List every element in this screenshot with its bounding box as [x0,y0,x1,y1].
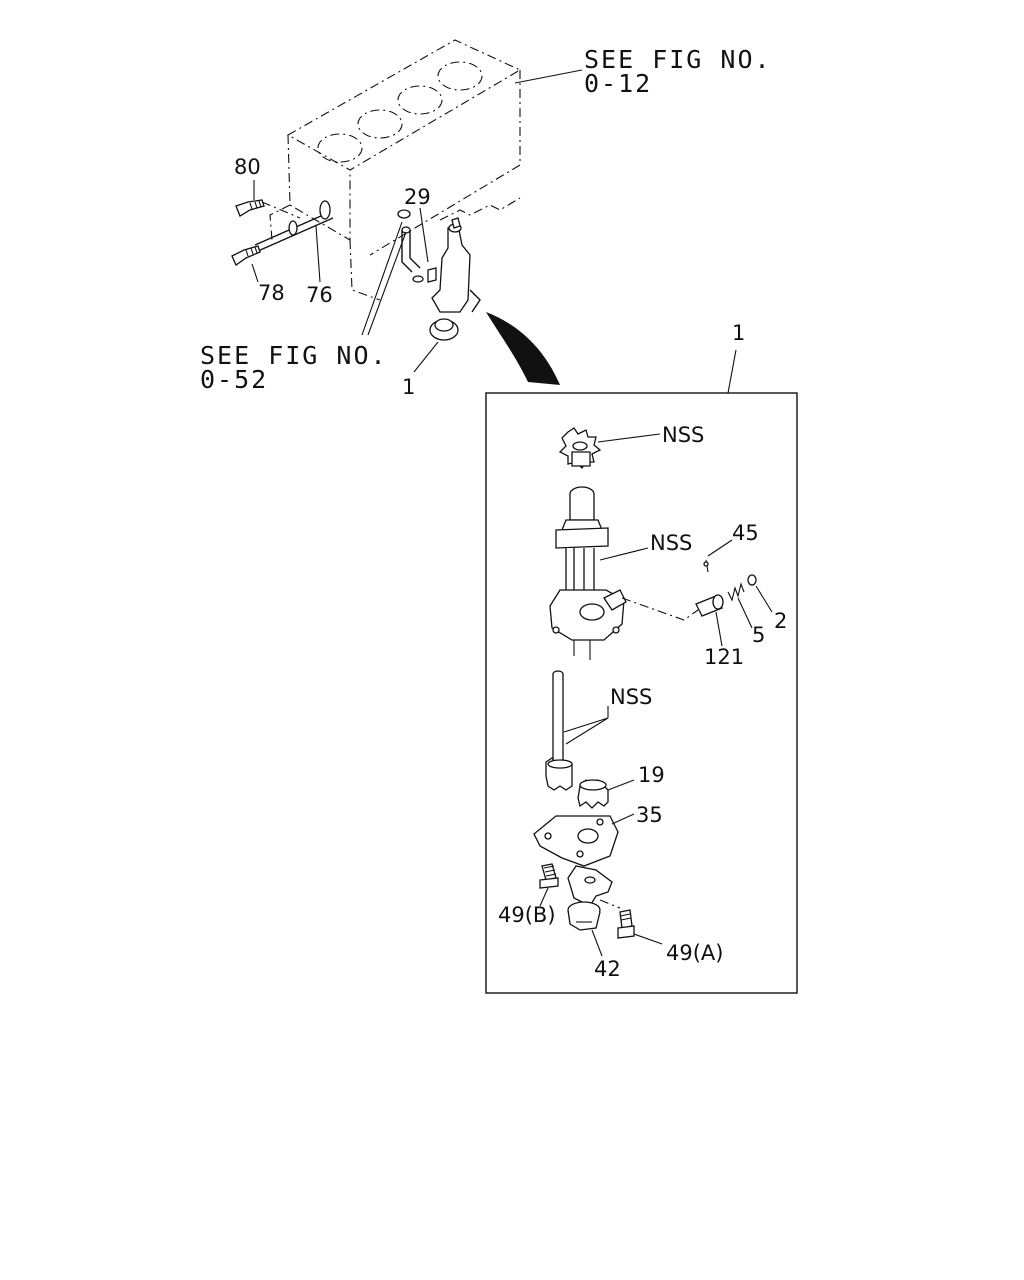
ref-fig-052-line1: SEE FIG NO. [200,341,388,370]
ref-fig-052-line2: 0-52 [200,365,268,394]
leader-42 [591,929,603,957]
callout-nss-body: NSS [650,531,692,555]
washer-2 [747,574,757,586]
leader-45 [707,539,733,557]
strainer-42 [567,865,613,931]
callout-121: 121 [704,645,744,669]
driven-gear-19 [577,779,609,809]
relief-axis [621,597,699,621]
leader-80-dash [261,201,301,219]
leader-29 [419,207,429,263]
leader-1-box [727,349,737,394]
callout-45: 45 [732,521,759,545]
bolt-49a [617,909,635,939]
leader-nss-body [599,547,649,561]
leader-nss-shaft [563,706,609,745]
oil-pipe [397,209,424,283]
leader-5 [737,597,753,629]
bolt-80 [235,199,265,217]
callout-35: 35 [636,803,663,827]
detail-arrow [486,312,560,385]
relief-plunger-121 [695,594,724,617]
leader-fig-052 [361,221,407,336]
leader-fig-012 [514,69,583,84]
drive-shaft [545,670,573,791]
callout-1-box: 1 [732,321,745,345]
oil-pump-small [427,217,481,341]
callout-1-main: 1 [402,375,415,399]
callout-49b: 49(B) [498,903,556,927]
leader-35 [611,813,635,825]
callout-76: 76 [306,283,333,307]
bolt-49b [539,863,559,889]
engine-block [269,39,522,301]
callout-19: 19 [638,763,665,787]
leader-121 [715,611,723,647]
pump-body [549,486,627,660]
pin-45 [703,559,709,573]
callout-nss-shaft: NSS [610,685,652,709]
leader-1-main [413,341,439,373]
callout-2: 2 [774,609,787,633]
spring-5 [727,582,745,602]
ref-fig-012-line1: SEE FIG NO. [584,45,772,74]
callout-nss-gear: NSS [662,423,704,447]
ref-fig-012-line2: 0-12 [584,69,652,98]
leader-78 [251,263,259,283]
drive-gear [558,427,602,470]
leader-49a [633,933,663,945]
callout-49a: 49(A) [666,941,723,965]
callout-29: 29 [404,185,431,209]
callout-5: 5 [752,623,765,647]
bolt-78 [231,245,261,266]
callout-42: 42 [594,957,621,981]
cover-plate-35 [533,815,619,867]
leader-76 [315,225,321,283]
leader-19 [607,779,635,791]
leader-2 [755,585,773,613]
detail-frame [485,392,798,994]
strainer-axis [599,899,621,909]
callout-80: 80 [234,155,261,179]
leader-nss-gear [597,433,661,443]
leader-49b [539,887,549,907]
callout-78: 78 [258,281,285,305]
dipstick-guide [254,200,334,252]
